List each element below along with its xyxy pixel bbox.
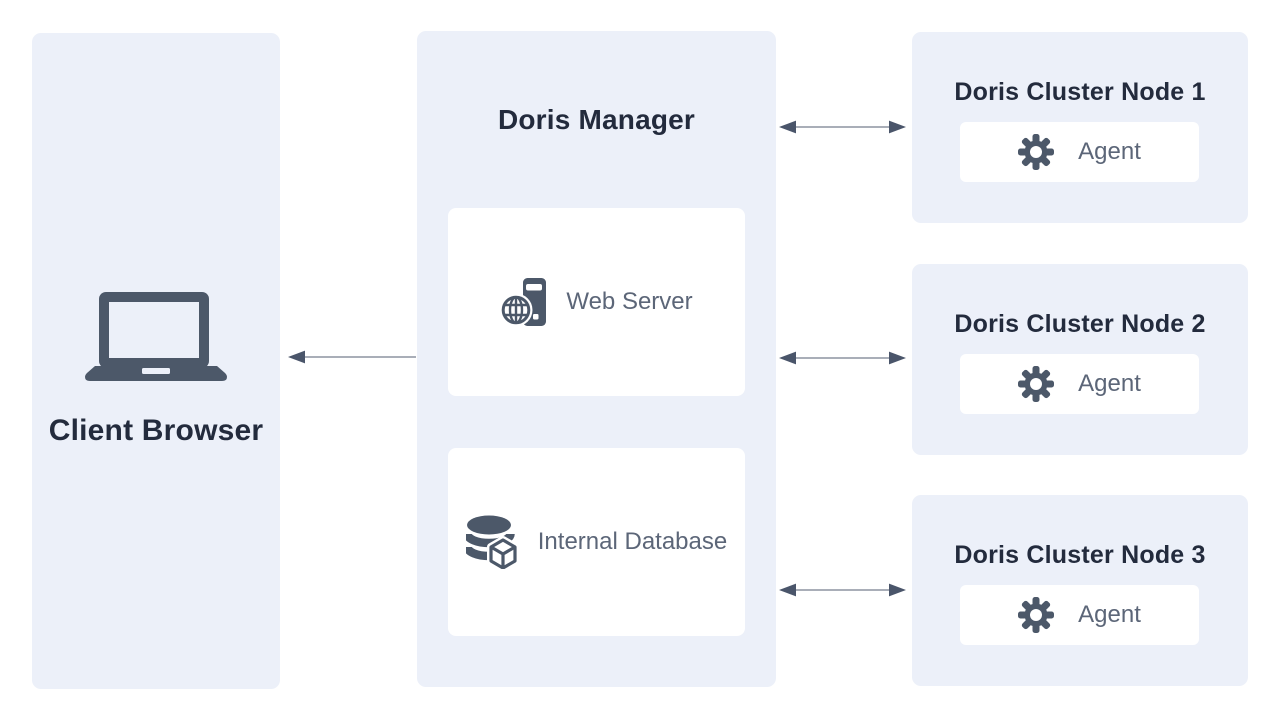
- cluster-node-3-panel: Doris Cluster Node 3: [912, 495, 1248, 686]
- agent-card: Agent: [960, 122, 1199, 182]
- cluster-node-1-title: Doris Cluster Node 1: [954, 78, 1206, 106]
- database-icon: [465, 515, 518, 569]
- arrow-manager-node-2: [779, 350, 906, 366]
- web-server-card: Web Server: [448, 208, 745, 396]
- gear-icon: [1018, 597, 1055, 633]
- web-server-label: Web Server: [566, 288, 693, 315]
- client-browser-title: Client Browser: [48, 414, 264, 447]
- arrow-manager-node-1: [779, 119, 906, 135]
- doris-manager-panel: Doris Manager: [417, 31, 776, 687]
- cluster-node-3-title: Doris Cluster Node 3: [954, 541, 1206, 569]
- cluster-node-1-panel: Doris Cluster Node 1: [912, 32, 1248, 223]
- web-server-icon: [500, 277, 547, 327]
- laptop-icon: [85, 292, 227, 384]
- agent-card: Agent: [960, 354, 1199, 414]
- internal-database-label: Internal Database: [537, 528, 728, 555]
- client-browser-panel: Client Browser: [32, 33, 280, 689]
- internal-database-card: Internal Database: [448, 448, 745, 636]
- agent-label: Agent: [1078, 601, 1141, 628]
- agent-label: Agent: [1078, 138, 1141, 165]
- cluster-node-2-panel: Doris Cluster Node 2: [912, 264, 1248, 455]
- arrow-manager-node-3: [779, 582, 906, 598]
- laptop-icon-svg: [85, 292, 227, 381]
- doris-manager-title: Doris Manager: [497, 104, 696, 135]
- gear-icon: [1018, 366, 1055, 402]
- gear-icon: [1018, 134, 1055, 170]
- agent-label: Agent: [1078, 370, 1141, 397]
- cluster-node-2-title: Doris Cluster Node 2: [954, 310, 1206, 338]
- arrow-manager-to-client: [288, 349, 416, 365]
- agent-card: Agent: [960, 585, 1199, 645]
